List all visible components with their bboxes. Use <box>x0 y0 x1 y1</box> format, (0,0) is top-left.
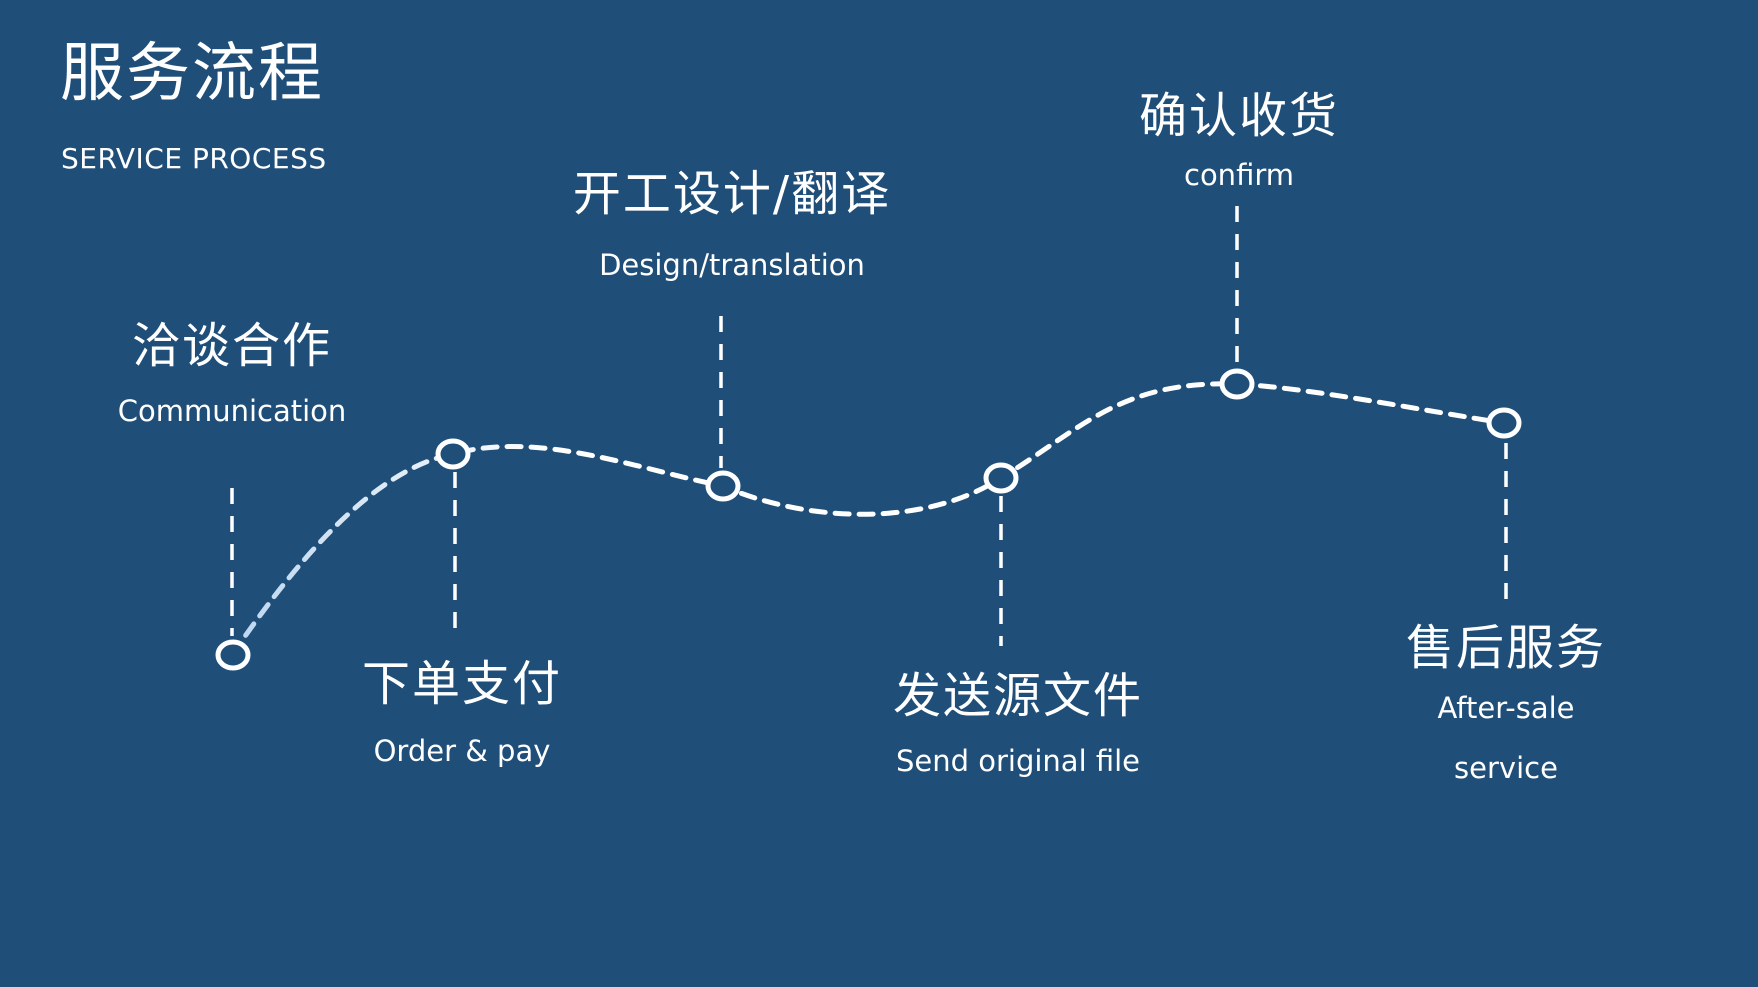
step-label-zh: 开工设计/翻译 <box>572 166 892 222</box>
node-order-pay <box>435 438 471 470</box>
page-title: 服务流程 <box>60 37 324 111</box>
step-design-translation: 开工设计/翻译 Design/translation <box>552 166 912 282</box>
step-label-en: confirm <box>1184 157 1294 192</box>
node-communication <box>215 639 251 671</box>
node-send-file <box>983 462 1019 494</box>
step-order-pay: 下单支付 Order & pay <box>282 656 642 768</box>
step-label-zh: 洽谈合作 <box>131 318 332 374</box>
step-confirm: 确认收货 confirm <box>1059 88 1419 192</box>
step-label-zh: 发送源文件 <box>892 668 1143 724</box>
step-label-zh: 下单支付 <box>361 656 562 712</box>
step-label-zh: 确认收货 <box>1138 88 1339 144</box>
step-communication: 洽谈合作 Communication <box>52 318 412 428</box>
step-after-sale-service: 售后服务 After-sale service <box>1326 620 1686 798</box>
step-label-en: Send original file <box>895 743 1141 778</box>
step-label-zh: 售后服务 <box>1405 620 1606 676</box>
step-label-en: Communication <box>117 393 347 428</box>
page-subtitle: SERVICE PROCESS <box>61 142 327 175</box>
step-send-original-file: 发送源文件 Send original file <box>838 668 1198 778</box>
node-design <box>705 470 741 502</box>
node-confirm <box>1219 368 1255 400</box>
step-label-en: Order & pay <box>373 733 551 768</box>
flow-path <box>229 381 1507 658</box>
step-label-en: After-sale service <box>1437 690 1575 785</box>
step-label-en: Design/translation <box>599 247 865 282</box>
node-after-sale <box>1486 407 1522 439</box>
